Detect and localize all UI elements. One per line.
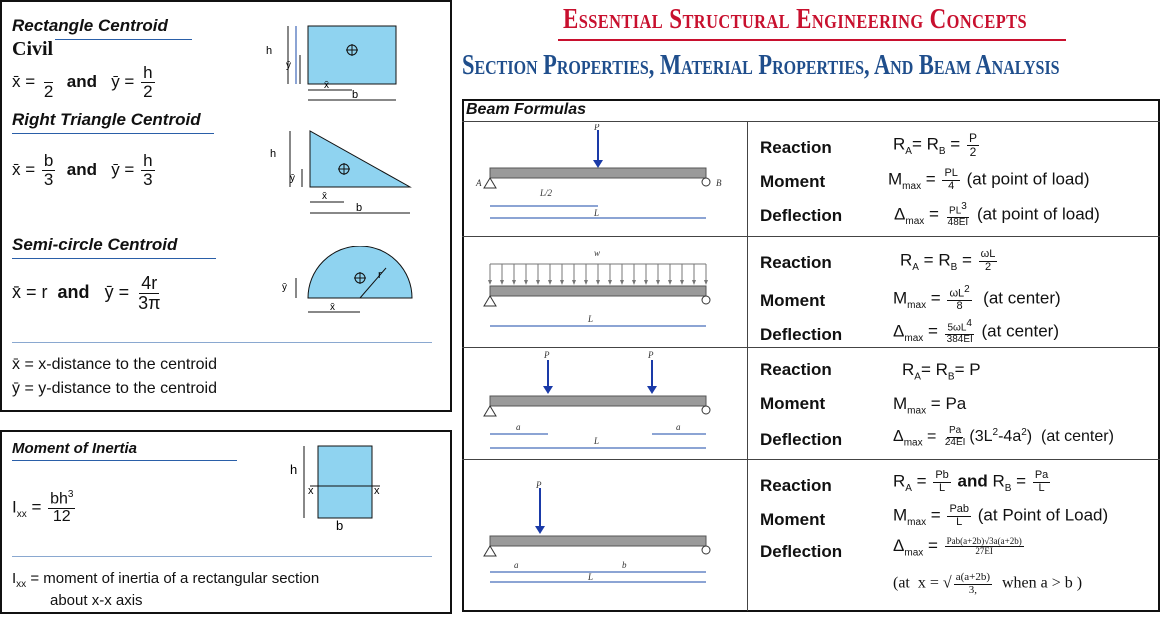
svg-text:h: h	[266, 45, 272, 57]
beam	[489, 395, 707, 407]
page-title: Essential Structural Engineering Concept…	[563, 4, 1028, 35]
semicircle-centroid-diagram: r ȳ x̄	[282, 246, 413, 313]
triangle-shape	[309, 130, 412, 188]
svg-text:x: x	[374, 485, 380, 497]
beam	[489, 285, 707, 297]
svg-text:ȳ: ȳ	[282, 282, 287, 293]
beam-formulas-panel	[462, 99, 1160, 612]
svg-text:b: b	[336, 518, 343, 532]
civil-logo: Civil	[10, 38, 56, 61]
svg-text:a: a	[516, 422, 521, 432]
svg-text:h: h	[270, 148, 276, 160]
page-subtitle: Section Properties, Material Properties,…	[462, 50, 1060, 81]
moment-label: Moment	[760, 172, 826, 191]
svg-text:a: a	[514, 560, 519, 570]
svg-text:L: L	[593, 208, 599, 218]
inertia-diagram: x x h b	[290, 445, 380, 532]
svg-text:x̄: x̄	[324, 80, 329, 91]
svg-text:P: P	[535, 480, 542, 490]
svg-text:B: B	[716, 178, 722, 188]
triangle-centroid-heading: Right Triangle Centroid	[12, 110, 201, 129]
section-shape	[317, 445, 373, 519]
svg-text:b: b	[622, 560, 627, 570]
svg-text:w: w	[594, 248, 600, 258]
reaction-label: Reaction	[760, 138, 832, 157]
svg-text:b: b	[356, 202, 362, 214]
svg-text:x: x	[308, 485, 314, 497]
case3-moment: Mmax = Pa	[893, 394, 967, 417]
beam-formulas-heading: Beam Formulas	[466, 101, 587, 118]
semicircle-centroid-heading: Semi-circle Centroid	[12, 235, 178, 254]
beam-diagram-case3: P P a a L	[483, 350, 711, 449]
beam-diagram-case4: P a b L	[483, 480, 711, 583]
svg-text:L: L	[587, 314, 593, 324]
triangle-centroid-diagram: h ȳ x̄ b	[270, 130, 412, 214]
svg-text:ȳ: ȳ	[290, 173, 295, 184]
beam-diagram-case1: P A B L/2 L	[475, 124, 722, 219]
case3-formulas: Reaction RA= RB= P Moment Mmax = Pa Defl…	[760, 360, 1114, 449]
case4-location-note: (at x = √a(a+2b)3, when a > b )	[893, 571, 1083, 596]
title-underline	[558, 39, 1066, 41]
rect-centroid-heading: Rectangle Centroid	[12, 16, 168, 35]
beam	[489, 167, 707, 179]
svg-text:L/2: L/2	[539, 188, 553, 198]
svg-text:b: b	[352, 89, 358, 101]
svg-text:L: L	[593, 436, 599, 446]
case3-reaction: RA= RB= P	[902, 360, 981, 383]
svg-text:ȳ: ȳ	[286, 60, 291, 71]
svg-text:A: A	[475, 178, 482, 188]
svg-text:r: r	[378, 269, 382, 281]
svg-text:x̄: x̄	[330, 302, 335, 313]
beam-diagram-case2: w L	[483, 248, 711, 327]
inertia-note-line2: about x-x axis	[50, 592, 143, 609]
svg-text:P: P	[593, 124, 600, 132]
note-ybar: ȳ = y-distance to the centroid	[12, 380, 217, 397]
centroid-panel: Rectangle Centroid Civil x̄ = 2 and ȳ = …	[0, 0, 452, 412]
svg-text:L: L	[587, 572, 593, 582]
inertia-heading: Moment of Inertia	[12, 440, 138, 457]
svg-text:a: a	[676, 422, 681, 432]
note-xbar: x̄ = x-distance to the centroid	[12, 356, 217, 373]
deflection-label: Deflection	[760, 206, 843, 225]
svg-text:P: P	[543, 350, 550, 360]
svg-text:x̄: x̄	[322, 191, 327, 202]
beam	[489, 535, 707, 547]
inertia-note: Ixx = moment of inertia of a rectangular…	[12, 570, 320, 590]
svg-text:h: h	[290, 462, 297, 477]
case4-deflection: Δmax = Pab(a+2b)√3a(a+2b)27EI	[893, 535, 1024, 559]
svg-text:P: P	[647, 350, 654, 360]
rect-centroid-diagram: h ȳ x̄ b	[266, 25, 397, 101]
